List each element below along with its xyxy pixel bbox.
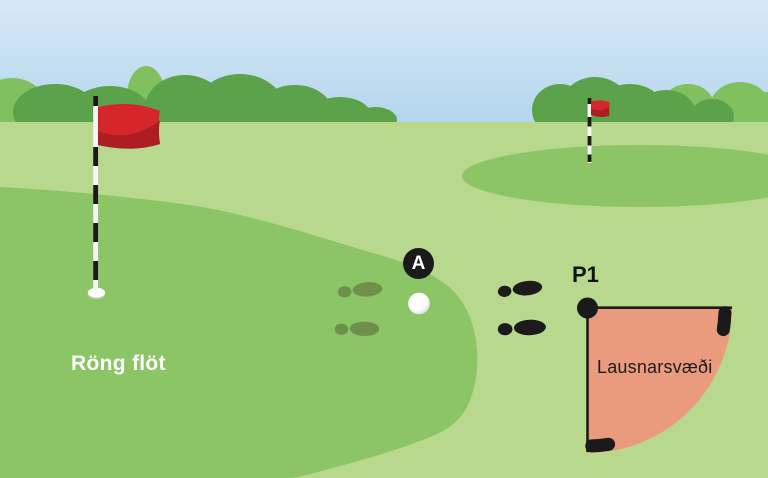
relief-point-dot	[577, 297, 598, 319]
flagstick-small	[587, 98, 610, 163]
arc-end-mark-top	[716, 306, 732, 337]
flag-shade	[98, 120, 160, 149]
relief-area	[577, 297, 732, 453]
relief-point-label: P1	[572, 262, 599, 287]
relief-area-fill	[587, 308, 732, 453]
ball-position-marker: A	[403, 248, 434, 279]
ball-marker-letter: A	[411, 252, 426, 274]
flag-shade	[591, 106, 610, 117]
golf-ball	[408, 292, 430, 315]
arc-end-mark-bottom	[585, 437, 616, 453]
bush	[742, 92, 768, 132]
wrong-green-label: Röng flöt	[71, 352, 166, 375]
flagpole	[587, 98, 592, 163]
flagstick-large	[93, 96, 160, 293]
relief-area-label: Lausnarsvæði	[597, 357, 713, 377]
putting-green	[462, 145, 768, 207]
wrong-green	[0, 187, 478, 478]
